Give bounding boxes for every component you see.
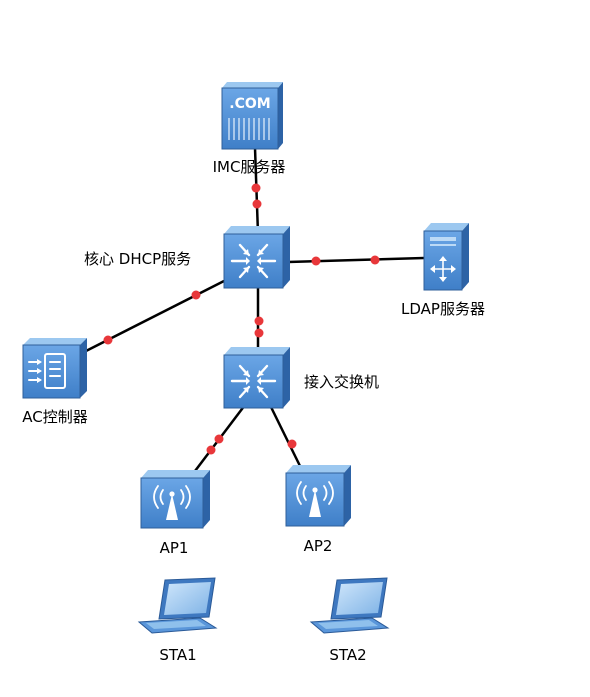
node-label-imc: IMC服务器 <box>213 158 286 176</box>
port-dot <box>251 183 261 193</box>
node-label-ap1: AP1 <box>160 539 189 557</box>
port-dot <box>287 439 297 449</box>
com-badge: .COM <box>229 96 270 112</box>
links-layer <box>83 147 425 476</box>
port-dot <box>254 316 264 326</box>
wireless-ap-icon <box>140 470 210 529</box>
port-dot <box>214 434 224 444</box>
node-ac-controller[interactable]: AC控制器 <box>22 338 88 426</box>
port-dot <box>103 335 113 345</box>
node-core-switch[interactable]: 核心 DHCP服务 <box>84 226 290 289</box>
ports-layer <box>103 183 380 455</box>
node-ap2[interactable]: AP2 <box>285 465 351 555</box>
server-tower-icon <box>423 223 469 291</box>
node-label-sta2: STA2 <box>329 646 366 664</box>
core-switch-icon <box>223 226 290 289</box>
port-dot <box>311 256 321 266</box>
wireless-ap-icon <box>285 465 351 527</box>
server-com-icon: .COM <box>221 82 283 150</box>
laptop-icon <box>137 577 218 634</box>
link-core-ldap <box>287 256 425 264</box>
node-sta2[interactable]: STA2 <box>309 577 390 664</box>
node-label-ac: AC控制器 <box>22 408 87 426</box>
access-switch-icon <box>223 347 290 409</box>
port-dot <box>254 328 264 338</box>
node-label-ap2: AP2 <box>304 537 333 555</box>
node-label-sta1: STA1 <box>159 646 196 664</box>
node-label-access: 接入交换机 <box>304 373 379 391</box>
link-access-ap2 <box>268 404 302 467</box>
node-access-switch[interactable]: 接入交换机 <box>223 347 379 409</box>
laptop-icon <box>309 577 390 634</box>
node-ap1[interactable]: AP1 <box>140 470 210 557</box>
port-dot <box>206 445 216 455</box>
node-imc-server[interactable]: .COM IMC服务器 <box>213 82 286 176</box>
port-dot <box>191 290 201 300</box>
node-label-ldap: LDAP服务器 <box>401 300 485 318</box>
port-dot <box>252 199 262 209</box>
node-sta1[interactable]: STA1 <box>137 577 218 664</box>
port-dot <box>370 255 380 265</box>
node-label-core: 核心 DHCP服务 <box>84 250 191 268</box>
node-ldap-server[interactable]: LDAP服务器 <box>401 223 485 318</box>
ac-controller-icon <box>22 338 87 399</box>
